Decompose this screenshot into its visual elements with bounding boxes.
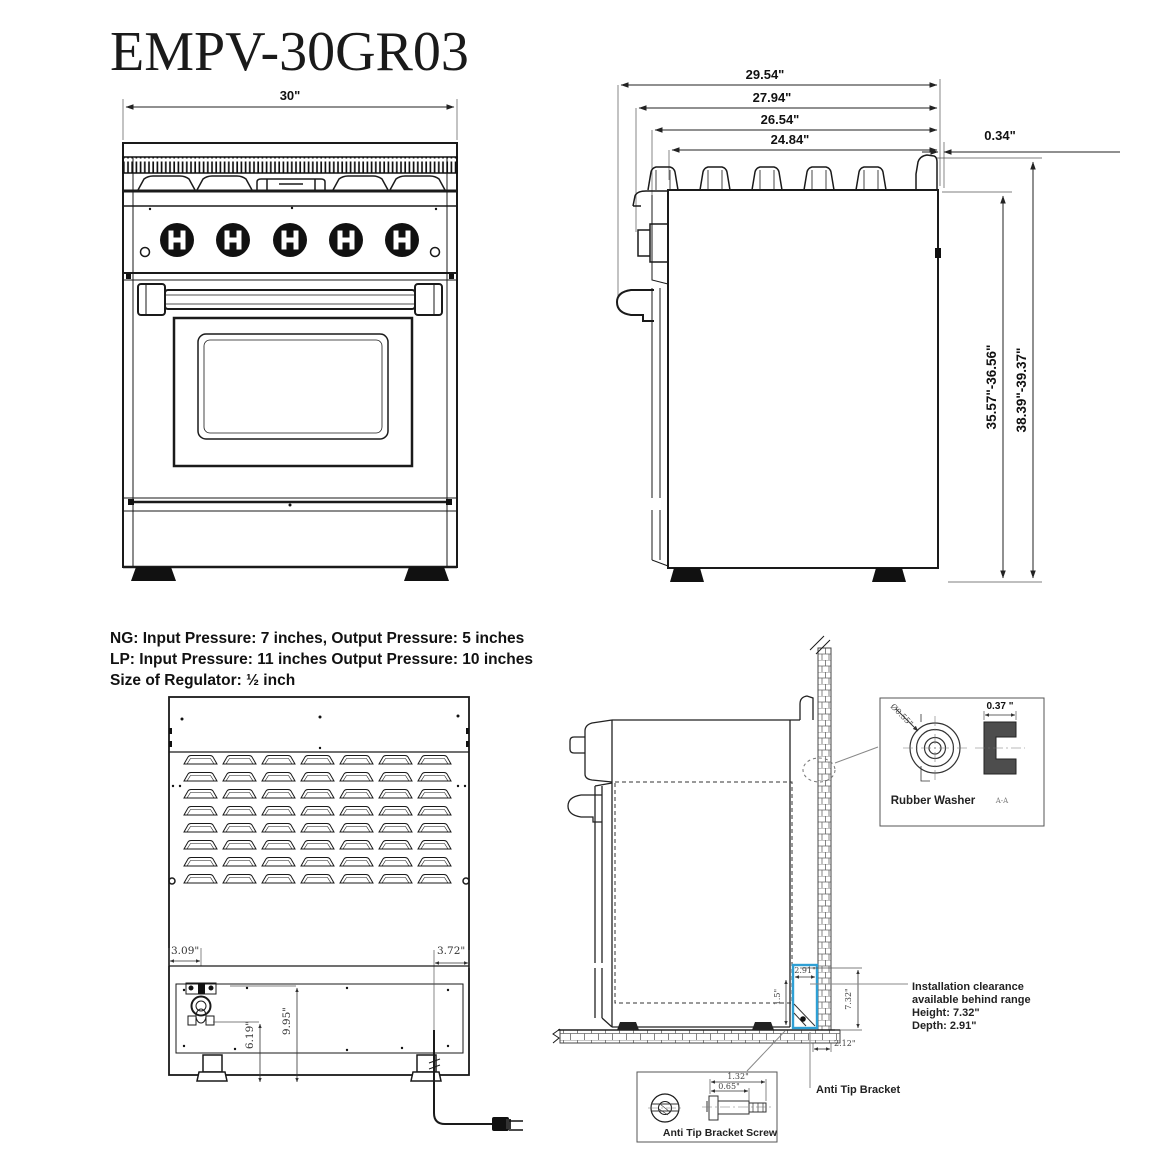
anti-tip-screw-detail: 1.32" 0.65" Anti Tip Bracket Screw: [636, 1071, 778, 1143]
back-gap-dim-label: 0.34": [984, 128, 1015, 143]
front-view: 30": [122, 88, 458, 581]
back-view: 3.09" 3.72" 6.19": [168, 696, 523, 1131]
cord-offset-dimension: 3.72": [433, 945, 470, 968]
cord-offset-label: 3.72": [437, 945, 465, 957]
floor-break-symbol: [552, 1028, 561, 1044]
drawer-trim: [123, 497, 457, 512]
installation-diagram: 2.91" 1.5" 7.32" 2.12" Installation clea…: [552, 635, 1031, 1096]
profile-foot-front: [617, 1022, 639, 1030]
front-foot-left: [131, 567, 176, 581]
clearance-note-line2: available behind range: [912, 994, 1031, 1006]
wall-section: [817, 647, 832, 1033]
depth-dim-4: 24.84": [771, 132, 810, 147]
screw-length-label: 1.32": [727, 1072, 749, 1081]
clearance-note-line4: Depth: 2.91": [912, 1020, 977, 1032]
depth-dim-3: 26.54": [761, 112, 800, 127]
power-cord: [428, 968, 523, 1131]
side-foot-front: [670, 568, 704, 582]
clearance-note-line3: Height: 7.32": [912, 1007, 980, 1019]
clearance-note-line1: Installation clearance: [912, 981, 1024, 993]
igniter-button-left: [139, 246, 151, 258]
floor-edge-label: 2.12": [834, 1039, 856, 1048]
clearance-depth-dimension: 2.91": [794, 966, 816, 979]
anti-tip-bracket-drawing: [793, 1003, 816, 1027]
washer-thickness-label: 0.37 ": [987, 701, 1014, 712]
pressure-note-regulator: Size of Regulator: ½ inch: [110, 672, 295, 689]
clearance-highlight-box: [791, 963, 819, 1030]
clearance-height-label: 7.32": [844, 988, 853, 1010]
back-gap-dimension: 0.34": [922, 128, 1120, 188]
power-plug: [492, 1117, 509, 1131]
clearance-height-dimension: 7.32": [800, 967, 862, 1031]
clearance-note: Installation clearance available behind …: [912, 981, 1031, 1032]
anti-tip-bracket-label: Anti Tip Bracket: [816, 1084, 900, 1096]
overall-height-label: 38.39"-39.37": [1014, 348, 1029, 433]
page-title: EMPV-30GR03: [110, 21, 469, 83]
side-knob-profile: [637, 195, 669, 285]
rubber-washer-detail: Ø0.55" 0.37 " Rubber Washer A-A: [879, 697, 1045, 827]
anti-tip-screw-label: Anti Tip Bracket Screw: [663, 1127, 778, 1139]
gas-inlet-offset-dimension: 3.09": [168, 945, 202, 966]
section-aa-label: A-A: [995, 797, 1009, 805]
clearance-depth-label: 2.91": [794, 966, 816, 975]
recess-screws: [182, 986, 450, 1052]
pressure-note-lp: LP: Input Pressure: 11 inches Output Pre…: [110, 651, 533, 668]
profile-foot-rear: [752, 1022, 774, 1030]
washer-section-view: 0.37 ": [975, 701, 1025, 775]
depth-dim-2: 27.94": [753, 90, 792, 105]
screw-shank-label: 0.65": [718, 1082, 740, 1091]
cooktop-grate-strip: [122, 156, 458, 174]
washer-callout-circle: [802, 757, 836, 783]
backguard-profile: [915, 154, 938, 190]
front-foot-right: [404, 567, 449, 581]
oven-handle: [137, 283, 443, 316]
side-handle-profile: [615, 289, 654, 322]
wall-break-symbol: [809, 635, 831, 655]
floor-edge-dimension: 2.12": [812, 1039, 856, 1052]
side-cooktop-profile: [632, 154, 938, 207]
burner-grates: [137, 175, 446, 191]
bottom-gap-label: 1.5": [773, 989, 782, 1005]
gas-inlet-height-label: 6.19": [244, 1021, 256, 1049]
screw-dimensions: 1.32" 0.65": [709, 1072, 767, 1101]
gas-inlet-offset-label: 3.09": [171, 945, 199, 957]
pressure-notes: NG: Input Pressure: 7 inches, Output Pre…: [110, 630, 533, 689]
side-height-dimensions: 35.57"-36.56" 38.39"-39.37": [937, 157, 1042, 583]
front-width-dim-label: 30": [280, 88, 301, 103]
control-knobs: [160, 223, 419, 257]
rubber-washer-label: Rubber Washer: [891, 795, 976, 807]
oven-window: [197, 333, 389, 440]
floor-section: [559, 1029, 841, 1044]
back-panel-outline: [168, 696, 470, 1076]
gas-inlet-height-dimension: 6.19": [213, 1021, 262, 1083]
vent-louvers: [183, 755, 452, 884]
pressure-note-ng: NG: Input Pressure: 7 inches, Output Pre…: [110, 630, 524, 647]
igniter-button-right: [429, 246, 441, 258]
hinge-detail: [935, 248, 941, 258]
screw-leader: [746, 1030, 786, 1072]
screw-side-view: [702, 1095, 772, 1121]
side-foot-rear: [872, 568, 906, 582]
screw-front-view: [648, 1093, 682, 1123]
cord-height-dimension: 9.95": [230, 985, 299, 1083]
cord-height-label: 9.95": [281, 1007, 293, 1035]
side-door-face: [651, 288, 669, 567]
front-width-dimension: 30": [122, 88, 458, 140]
washer-detail-box: [879, 697, 1045, 827]
range-side-profile: [567, 695, 814, 1028]
oven-door: [172, 316, 414, 468]
back-feet: [196, 1054, 442, 1082]
back-lower-recess: [175, 983, 464, 1054]
gas-inlet-fitting: [185, 982, 217, 1026]
side-view: 29.54" 27.94" 26.54" 24.84" 0.34" 35.57"…: [615, 67, 1120, 583]
side-depth-dimensions: 29.54" 27.94" 26.54" 24.84": [617, 67, 941, 298]
side-body-outline: [667, 189, 939, 569]
height-to-cooktop-label: 35.57"-36.56": [984, 345, 999, 430]
oven-cavity-dashed: [614, 781, 793, 1004]
bottom-gap-dimension: 1.5": [773, 979, 788, 1026]
depth-dim-1: 29.54": [746, 67, 785, 82]
